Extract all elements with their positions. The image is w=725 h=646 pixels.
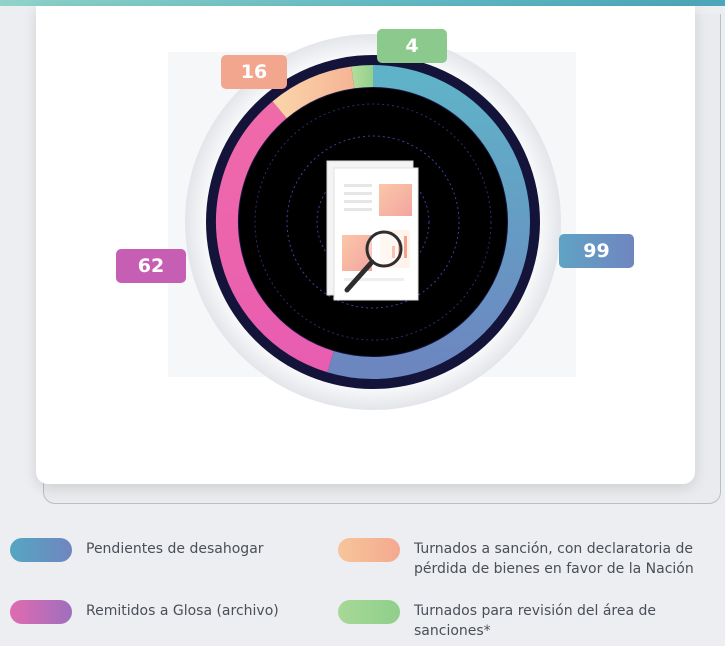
- dashed-circle-middle: [286, 135, 460, 309]
- legend-label-line1: Turnados para revisión del área de: [414, 603, 657, 619]
- legend-swatch-peach: [338, 538, 400, 562]
- segment-revision: [351, 65, 374, 89]
- legend-label-line1: Remitidos a Glosa (archivo): [86, 603, 279, 619]
- top-accent-bar: [0, 0, 725, 6]
- document-magnifier-icon: [326, 160, 419, 301]
- data-label-16-text: 16: [240, 61, 268, 83]
- legend-item-pendientes: Pendientes de desahogar: [10, 538, 264, 562]
- segment-turnados-sancion: [272, 66, 355, 119]
- legend-label-line2: pérdida de bienes en favor de la Nación: [414, 561, 694, 577]
- legend-swatch-pink: [10, 600, 72, 624]
- legend-label-line1: Turnados a sanción, con declaratoria de: [414, 541, 693, 557]
- legend-label-line1: Pendientes de desahogar: [86, 541, 264, 557]
- legend-swatch-blue: [10, 538, 72, 562]
- data-label-4-text: 4: [405, 35, 419, 57]
- legend-label: Remitidos a Glosa (archivo): [86, 601, 279, 621]
- donut-segments: [216, 65, 530, 379]
- legend-swatch-green: [338, 600, 400, 624]
- dashed-circle-outer: [254, 103, 492, 341]
- dashed-circle-inner: [316, 165, 430, 279]
- data-label-99-text: 99: [583, 240, 610, 262]
- segment-glosa: [216, 101, 334, 373]
- segment-pendientes: [327, 65, 530, 379]
- legend-label: Turnados a sanción, con declaratoria de …: [414, 539, 694, 579]
- legend-item-turnados-sancion: Turnados a sanción, con declaratoria de …: [338, 538, 694, 579]
- legend-label-line2: sanciones*: [414, 623, 491, 639]
- legend-item-glosa: Remitidos a Glosa (archivo): [10, 600, 279, 624]
- data-label-62-text: 62: [137, 255, 165, 277]
- data-label-62: 62: [116, 249, 186, 283]
- data-label-99: 99: [559, 234, 634, 268]
- data-label-16: 16: [221, 55, 287, 89]
- legend-label: Turnados para revisión del área de sanci…: [414, 601, 656, 641]
- data-label-4: 4: [377, 29, 447, 63]
- legend-label: Pendientes de desahogar: [86, 539, 264, 559]
- legend-item-revision: Turnados para revisión del área de sanci…: [338, 600, 656, 641]
